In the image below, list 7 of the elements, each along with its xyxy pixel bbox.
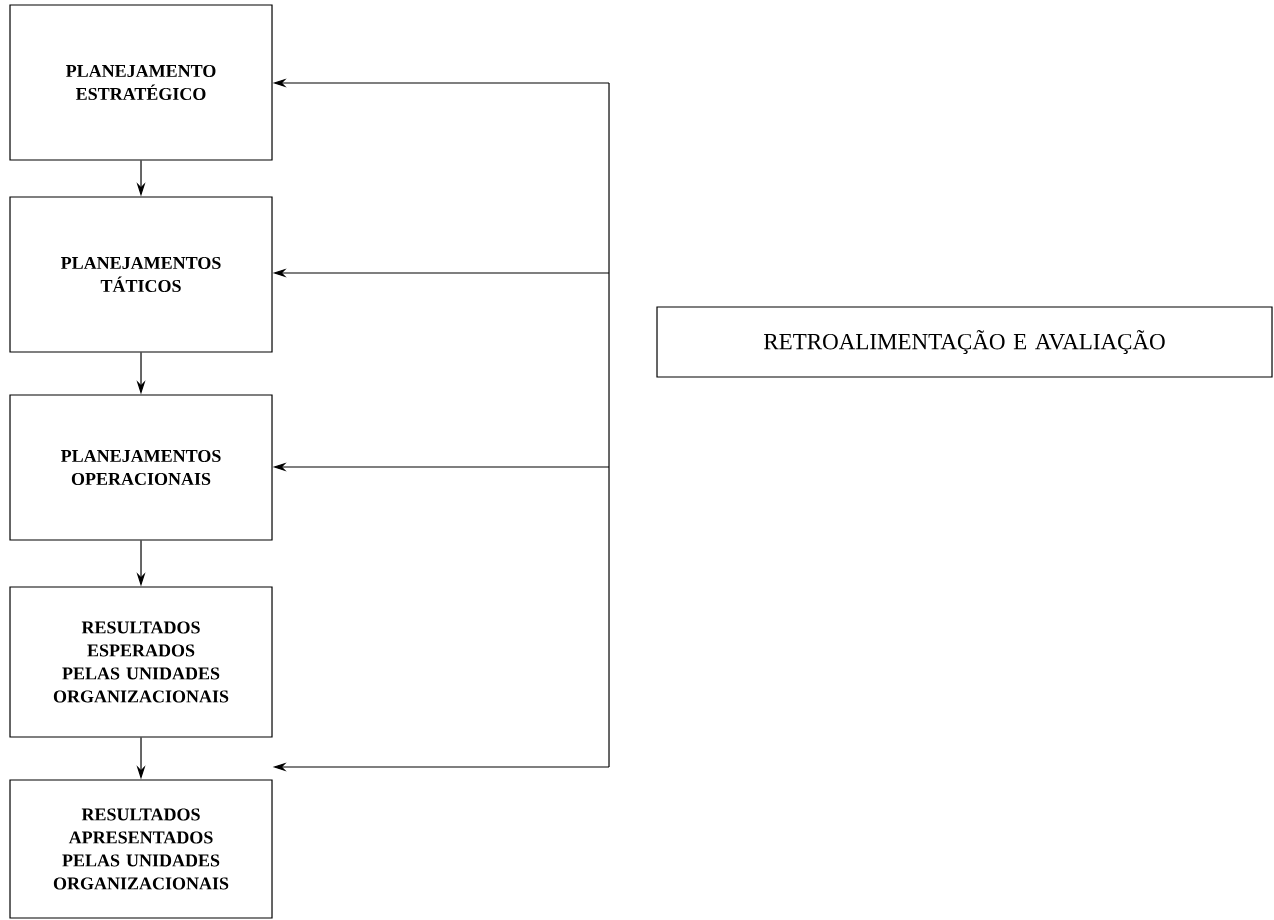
process-box: PLANEJAMENTO ESTRATÉGICO <box>9 4 273 161</box>
feedback-line <box>608 82 610 768</box>
process-box: RESULTADOS APRESENTADOS PELAS UNIDADES ORGANIZACIONAIS <box>9 779 273 919</box>
label-box: RETROALIMENTAÇÃO E AVALIAÇÃO <box>656 306 1273 378</box>
process-box: PLANEJAMENTOS OPERACIONAIS <box>9 394 273 541</box>
process-box: PLANEJAMENTOS TÁTICOS <box>9 196 273 353</box>
process-box: RESULTADOS ESPERADOS PELAS UNIDADES ORGANIZACIONAIS <box>9 586 273 738</box>
